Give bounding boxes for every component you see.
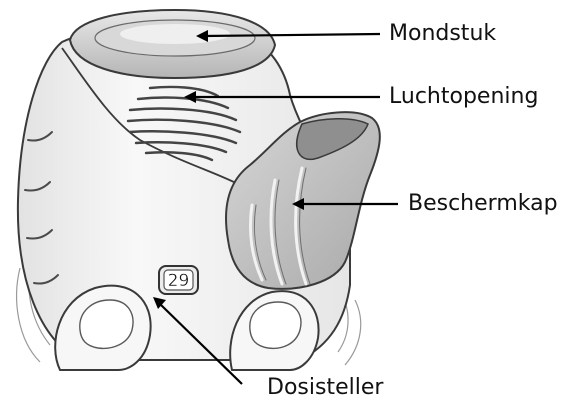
label-luchtopening: Luchtopening: [389, 86, 538, 108]
label-dosisteller: Dosisteller: [267, 377, 383, 399]
mouthpiece: [70, 10, 275, 78]
label-beschermkap: Beschermkap: [408, 193, 558, 215]
label-mondstuk: Mondstuk: [389, 23, 496, 45]
dose-counter-number: 29: [168, 271, 190, 291]
dose-counter-window: 29: [159, 266, 198, 294]
